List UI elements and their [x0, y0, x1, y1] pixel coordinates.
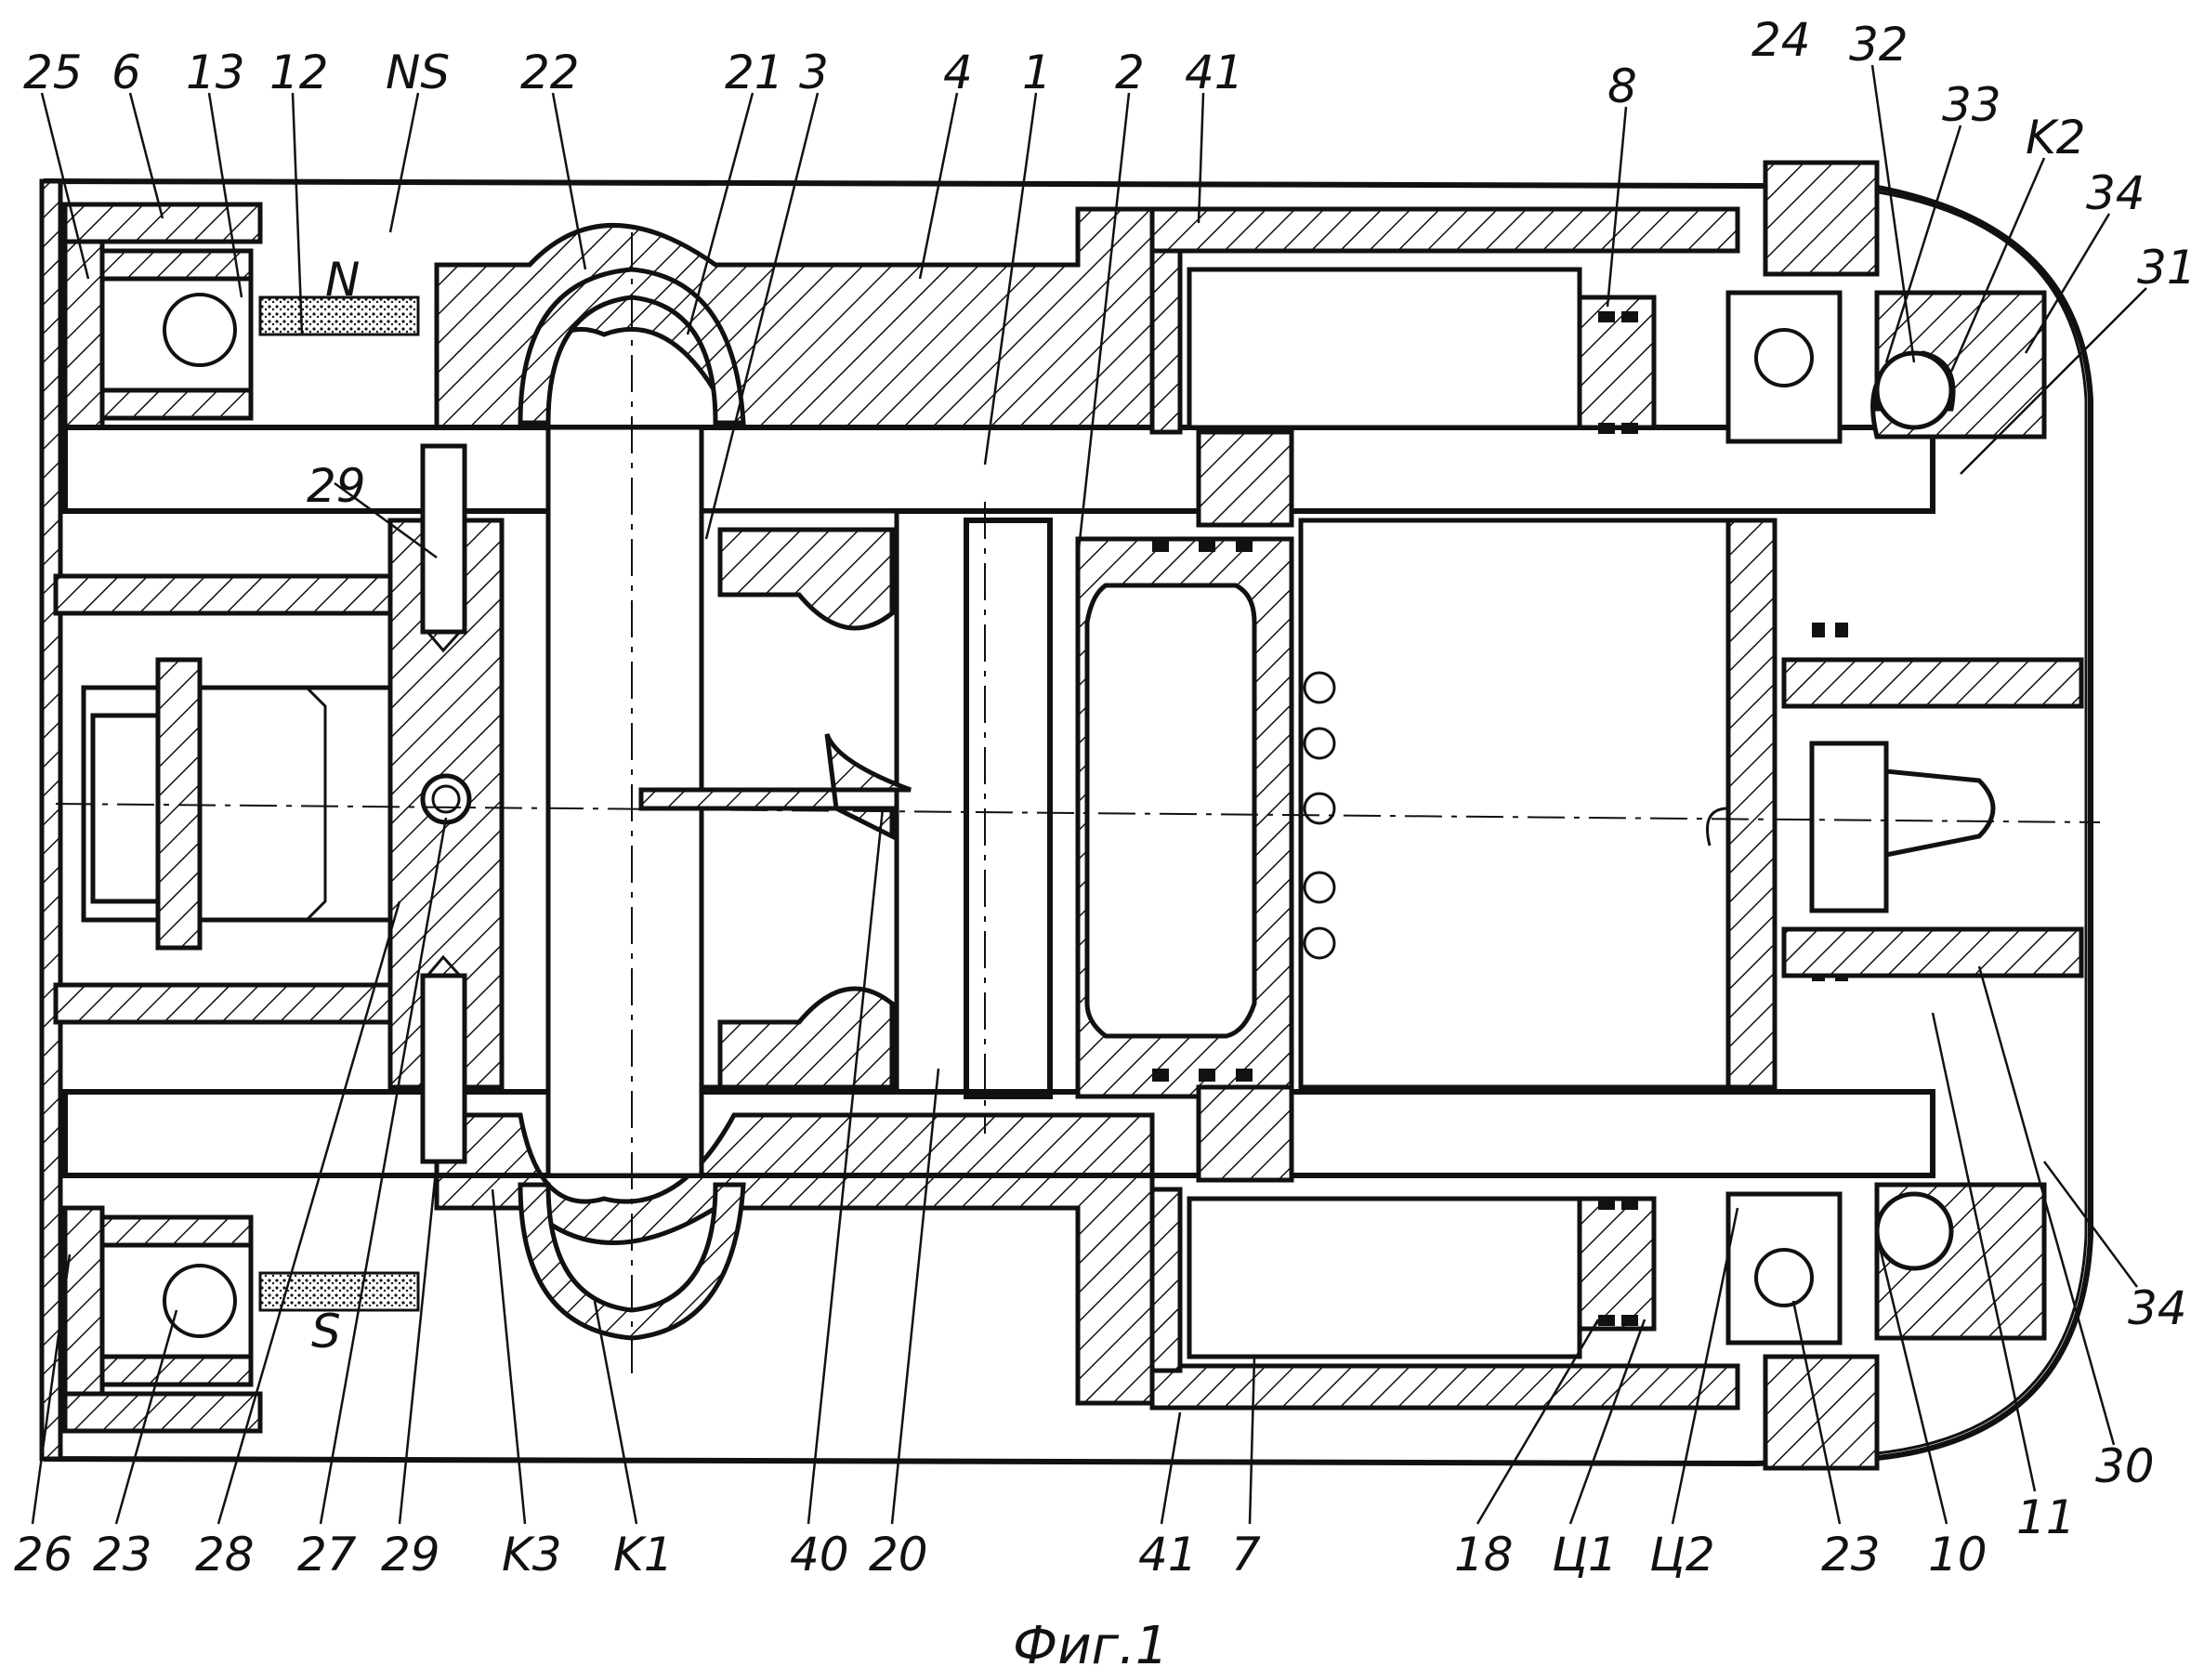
left-hub	[53, 573, 402, 1025]
right-nozzle	[1706, 657, 2084, 978]
label-c2: Ц2	[1649, 1528, 1715, 1582]
label-2: 2	[1115, 46, 1145, 99]
label-25: 25	[23, 46, 83, 99]
bottom-reference-labels: 26 23 28 27 29 K3 K1 40 20 41 7 18 Ц1 Ц2…	[14, 1281, 2187, 1582]
label-1: 1	[1022, 46, 1052, 99]
label-26: 26	[14, 1528, 73, 1582]
label-29-bottom: 29	[381, 1528, 440, 1582]
label-41-top: 41	[1185, 46, 1244, 99]
top-reference-labels: 25 6 13 12 NS 22 21 3 4 1 2 41 8 24 32 3…	[23, 13, 2197, 513]
label-3: 3	[799, 46, 829, 99]
spring-coils	[1303, 671, 1336, 960]
label-33: 33	[1942, 78, 2001, 132]
label-41-bottom: 41	[1138, 1528, 1198, 1582]
figure-caption: Фиг.1	[1013, 1616, 1168, 1676]
lower-torus	[518, 1182, 746, 1341]
magnet-mark-n: N	[325, 253, 360, 307]
label-k1: K1	[613, 1528, 674, 1582]
left-upper-bearing	[62, 202, 263, 430]
label-40: 40	[790, 1528, 849, 1582]
label-4: 4	[943, 46, 973, 99]
label-18: 18	[1454, 1528, 1514, 1582]
lower-magnet: S	[258, 1271, 420, 1358]
label-20: 20	[869, 1528, 928, 1582]
label-21: 21	[725, 46, 784, 99]
label-31: 31	[2137, 241, 2197, 295]
label-34-bottom: 34	[2128, 1281, 2187, 1335]
label-23-left: 23	[93, 1528, 152, 1582]
right-lower-bearing	[1725, 1182, 2047, 1471]
label-30: 30	[2095, 1439, 2155, 1493]
label-7: 7	[1231, 1528, 1261, 1582]
label-10: 10	[1928, 1528, 1988, 1582]
housing	[39, 177, 2093, 1467]
label-29-top: 29	[307, 459, 366, 513]
label-6: 6	[112, 46, 141, 99]
label-13: 13	[186, 46, 245, 99]
label-28: 28	[195, 1528, 255, 1582]
label-ns: NS	[386, 46, 450, 99]
label-24: 24	[1751, 13, 1811, 67]
label-32: 32	[1849, 18, 1909, 72]
label-23-right: 23	[1821, 1528, 1881, 1582]
label-k3: K3	[502, 1528, 562, 1582]
upper-magnet: N	[258, 253, 420, 336]
upper-torus	[518, 267, 746, 426]
label-k2: K2	[2026, 111, 2086, 164]
leader-lines	[31, 64, 2147, 1525]
upper-shaft	[62, 425, 1935, 514]
cylinder-assembly	[1149, 206, 1778, 1411]
lower-shaft	[62, 1089, 1935, 1178]
label-11: 11	[2016, 1490, 2076, 1544]
center-axes	[55, 232, 2101, 1375]
label-22: 22	[520, 46, 580, 99]
label-12: 12	[269, 46, 329, 99]
left-lower-bearing	[62, 1205, 263, 1434]
label-c1: Ц1	[1552, 1528, 1618, 1582]
magnet-mark-s: S	[311, 1305, 341, 1358]
right-upper-bearing	[1725, 160, 2047, 444]
label-34-top: 34	[2086, 166, 2145, 220]
rotor-body	[638, 518, 1294, 1099]
label-27: 27	[297, 1528, 357, 1582]
label-8: 8	[1607, 59, 1637, 113]
